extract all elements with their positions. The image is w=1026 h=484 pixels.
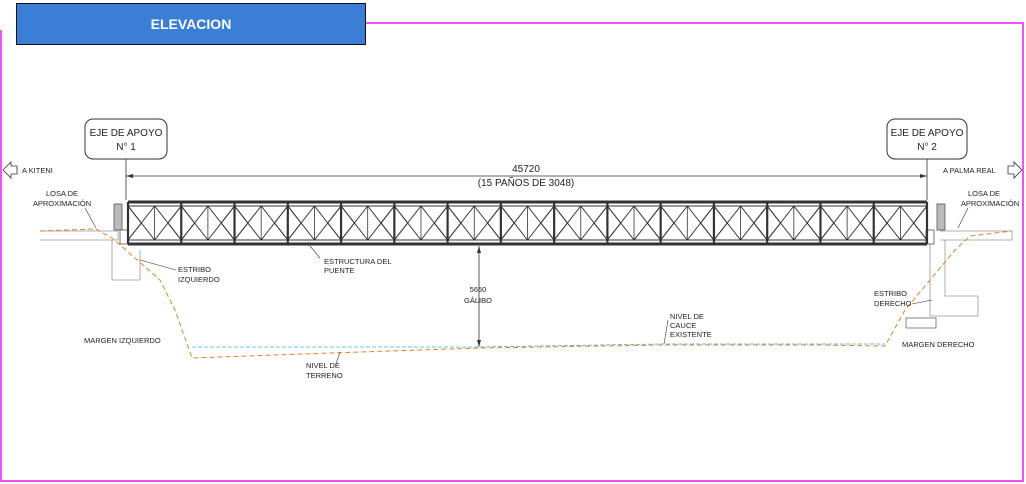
truss-panel: [180, 202, 235, 244]
truss-panel: [446, 202, 502, 244]
slab-left-line2: APROXIMACIÓN: [33, 199, 91, 208]
truss-panel: [499, 202, 555, 244]
clearance-value: 5650: [470, 285, 487, 294]
ground-level-line1: NIVEL DE: [306, 361, 340, 370]
river-level-line1: NIVEL DE: [670, 312, 704, 321]
clearance-dimension: 5650 GÁLIBO: [464, 246, 492, 347]
truss-panel: [339, 202, 395, 244]
ground-level-line: [39, 228, 1013, 359]
truss-panel: [659, 202, 715, 244]
structure-line1: ESTRUCTURA DEL: [324, 257, 392, 266]
direction-right-label: A PALMA REAL: [943, 166, 996, 175]
direction-right-arrow-icon: [1007, 161, 1023, 179]
drawing-frame: [0, 22, 1024, 482]
direction-left-label: A KITENI: [22, 166, 53, 175]
truss-panel: [286, 202, 342, 244]
truss-panel: [766, 202, 821, 244]
river-level-line: [192, 343, 885, 348]
support-left-line2: N° 1: [116, 142, 136, 153]
truss-panel: [393, 202, 448, 244]
slab-left-line1: LOSA DE: [46, 189, 78, 198]
abutment-right-line2: DERECHO: [874, 299, 912, 308]
ground-level-line2: TERRENO: [306, 371, 343, 380]
abutment-left-line2: IZQUIERDO: [178, 275, 220, 284]
abutment-left: [40, 203, 141, 281]
river-level-line2: CAUCE: [670, 321, 696, 330]
truss-panel: [819, 202, 875, 244]
abutment-right: [905, 203, 1013, 329]
support-right-line1: EJE DE APOYO: [891, 128, 964, 139]
bank-right-label: MARGEN DERECHO: [902, 340, 975, 349]
bank-left-label: MARGEN IZQUIERDO: [84, 336, 161, 345]
bridge-truss: [126, 200, 929, 246]
structure-line2: PUENTE: [324, 266, 354, 275]
river-level-line3: EXISTENTE: [670, 330, 712, 339]
truss-panel: [553, 202, 608, 244]
slab-right-line2: APROXIMACIÓN: [961, 199, 1019, 208]
span-dimension: 45720 (15 PAÑOS DE 3048): [126, 164, 927, 189]
truss-panel: [872, 202, 928, 244]
clearance-label: GÁLIBO: [464, 296, 492, 305]
direction-left-arrow-icon: [2, 161, 18, 179]
support-axis-right: EJE DE APOYO N° 2: [886, 118, 968, 160]
support-right-line2: N° 2: [917, 142, 937, 153]
truss-panel: [233, 202, 289, 244]
truss-panel: [712, 202, 768, 244]
support-axis-left: EJE DE APOYO N° 1: [84, 118, 168, 160]
abutment-right-line1: ESTRIBO: [874, 289, 907, 298]
abutment-left-line1: ESTRIBO: [178, 265, 211, 274]
section-title: ELEVACION: [16, 3, 366, 45]
truss-panel: [126, 202, 182, 244]
truss-panel: [606, 202, 662, 244]
support-left-line1: EJE DE APOYO: [90, 128, 163, 139]
span-detail: (15 PAÑOS DE 3048): [478, 176, 575, 189]
span-length: 45720: [512, 164, 540, 175]
slab-right-line1: LOSA DE: [968, 189, 1000, 198]
